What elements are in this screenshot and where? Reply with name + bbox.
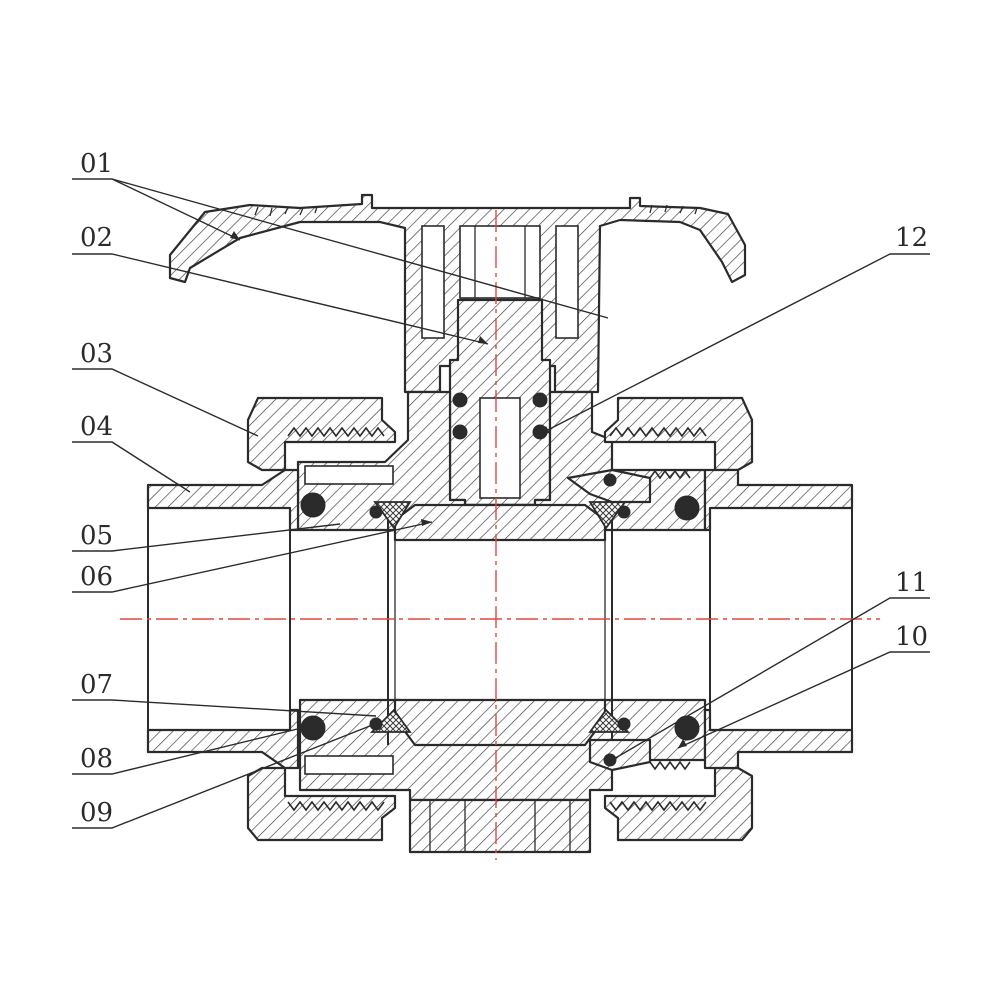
leader-09 (72, 721, 381, 829)
arrow-12 (540, 426, 550, 434)
callout-08: 08 (80, 744, 113, 774)
end-connector-left (146, 468, 326, 770)
callout-04: 04 (80, 412, 113, 442)
leader-07 (72, 699, 377, 717)
stem-oring-lower-left (452, 424, 468, 440)
leader-05 (72, 523, 341, 552)
callout-11: 11 (895, 568, 928, 598)
carrier-thread-top (649, 469, 691, 480)
arrow-10 (678, 739, 687, 748)
oring-right-bottom (674, 715, 700, 741)
oring-left-bottom (300, 715, 326, 741)
handle-socket-detail (474, 226, 526, 298)
seat-oring-top-right (617, 505, 631, 519)
stem-oring-upper-left (452, 392, 468, 408)
seat-oring-top-left (369, 505, 383, 519)
arrow-02 (478, 336, 488, 344)
thread-right-bottom (609, 800, 707, 812)
leader-01b (111, 178, 609, 319)
union-nut-right-lower (603, 766, 754, 842)
stem (448, 298, 552, 507)
body-lower-boss (408, 798, 592, 854)
carrier-thread-bottom (649, 760, 691, 771)
callout-labels: 01 02 03 04 05 06 07 08 09 10 11 12 (80, 149, 928, 828)
callout-05: 05 (80, 521, 113, 551)
ball-lower (393, 698, 607, 747)
seat-top-right (588, 501, 627, 530)
seats (369, 501, 631, 733)
leader-08 (72, 723, 319, 775)
seat-top-left (373, 501, 412, 530)
union-nut-right-upper (603, 396, 754, 472)
callout-12: 12 (895, 223, 928, 253)
leader-11 (611, 597, 930, 761)
callout-10: 10 (895, 622, 928, 652)
callout-01: 01 (80, 149, 113, 179)
thread-left-bottom (287, 800, 385, 812)
body-slot-bottom (304, 755, 394, 775)
handle-socket (459, 225, 541, 299)
carrier-oring-top (603, 473, 617, 487)
leaders (72, 178, 930, 829)
seat-oring-bottom-right (617, 717, 631, 731)
handle (168, 193, 747, 394)
leader-10 (677, 651, 930, 749)
end-connector-right-lower (703, 708, 854, 770)
handle-slot-right (555, 225, 579, 339)
leader-03 (72, 368, 259, 437)
end-connector-right-upper (703, 468, 854, 532)
thread-left-top (287, 426, 385, 438)
callout-09: 09 (80, 798, 113, 828)
end-connector-left-upper (146, 468, 300, 532)
leader-12 (539, 253, 930, 435)
seat-carrier (566, 468, 691, 772)
callout-02: 02 (80, 223, 113, 253)
end-connector-left-lower (146, 708, 300, 770)
ball (387, 503, 613, 747)
carrier-oring-bottom (603, 753, 617, 767)
handle-rib-left (254, 206, 318, 217)
oring-left-top (300, 492, 326, 518)
arrow-01 (230, 231, 240, 240)
callout-06: 06 (80, 562, 113, 592)
union-nut-right (603, 396, 754, 842)
callout-03: 03 (80, 339, 113, 369)
body-lower-boss-lines (429, 800, 571, 852)
leader-06 (72, 521, 433, 593)
union-nut-left-lower (246, 766, 397, 842)
arrow-06 (421, 519, 432, 526)
callout-07: 07 (80, 670, 113, 700)
handle-rib-right (649, 204, 698, 215)
body-slot-top (304, 465, 394, 485)
stem-oring-upper-right (532, 392, 548, 408)
handle-slot-left (421, 225, 445, 339)
leader-04 (72, 441, 191, 493)
thread-right-top (609, 426, 707, 438)
union-nut-left (246, 396, 397, 842)
oring-right-top (674, 495, 700, 521)
handle-body (168, 193, 747, 394)
stem-bore (479, 397, 521, 499)
leader-02 (72, 253, 489, 345)
